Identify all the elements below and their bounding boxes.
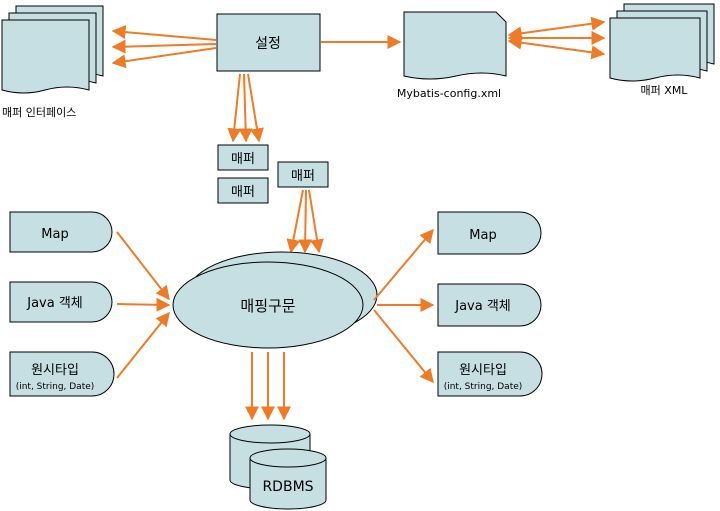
arrow-output-primitive <box>373 309 434 384</box>
input-java-object-label: Java 객체 <box>26 296 83 311</box>
mapper-label-3: 매퍼 <box>291 169 315 184</box>
arrow-config-to-interface-1 <box>111 25 217 41</box>
arrow-mapper-to-statement-3 <box>308 189 324 254</box>
input-primitive-sub: (int, String, Date) <box>16 382 95 392</box>
output-map-label: Map <box>469 228 496 243</box>
arrow-config-to-mapper-3 <box>247 73 264 143</box>
input-primitive-label: 원시타입 <box>31 363 79 378</box>
mapper-label-1: 매퍼 <box>231 152 255 167</box>
arrow-input-java <box>116 297 171 312</box>
mapper-xml-label: 매퍼 XML <box>641 84 689 97</box>
config-label: 설정 <box>255 36 281 52</box>
mapper-label-2: 매퍼 <box>231 185 255 200</box>
arrow-mapper-to-statement-2 <box>298 189 313 254</box>
input-map-label: Map <box>41 227 68 242</box>
arrow-config-to-mapper-1 <box>227 73 242 143</box>
input-map-shape <box>9 211 113 253</box>
mapper-interface-docs <box>1 5 104 94</box>
output-primitive-sub: (int, String, Date) <box>444 382 523 392</box>
mapped-statement-label: 매핑구문 <box>240 297 295 315</box>
database-cylinder-front <box>249 448 327 510</box>
config-box <box>216 13 321 72</box>
arrow-input-map <box>116 231 170 301</box>
output-map-shape <box>437 211 542 255</box>
output-java-object-shape <box>437 283 542 327</box>
database-label: RDBMS <box>262 479 313 495</box>
output-primitive-shape <box>437 351 543 397</box>
mapper-interface-label: 매퍼 인터페이스 <box>2 106 76 119</box>
arrow-config-to-interface-3 <box>111 47 217 69</box>
mapper-box-3 <box>277 161 329 188</box>
mapper-xml-docs <box>609 3 715 82</box>
mapper-box-2 <box>217 177 269 204</box>
mapper-box-1 <box>217 144 269 171</box>
mybatis-config-doc <box>403 11 507 80</box>
arrow-config-to-mapper-2 <box>238 73 253 143</box>
mapped-statement-front <box>172 261 364 349</box>
mybatis-config-label: Mybatis-config.xml <box>397 87 501 100</box>
arrow-mapper-to-statement-1 <box>286 189 304 254</box>
arrow-input-primitive <box>116 311 170 379</box>
output-primitive-label: 원시타입 <box>459 363 507 378</box>
input-java-object-shape <box>9 281 113 323</box>
arrow-config-to-interface-2 <box>111 39 217 54</box>
arrow-xml-mapperxml-3 <box>507 35 606 60</box>
output-java-object-label: Java 객체 <box>454 299 511 314</box>
arrow-xml-mapperxml-1 <box>507 16 606 41</box>
input-primitive-shape <box>9 351 115 397</box>
arrow-output-map <box>373 228 434 301</box>
